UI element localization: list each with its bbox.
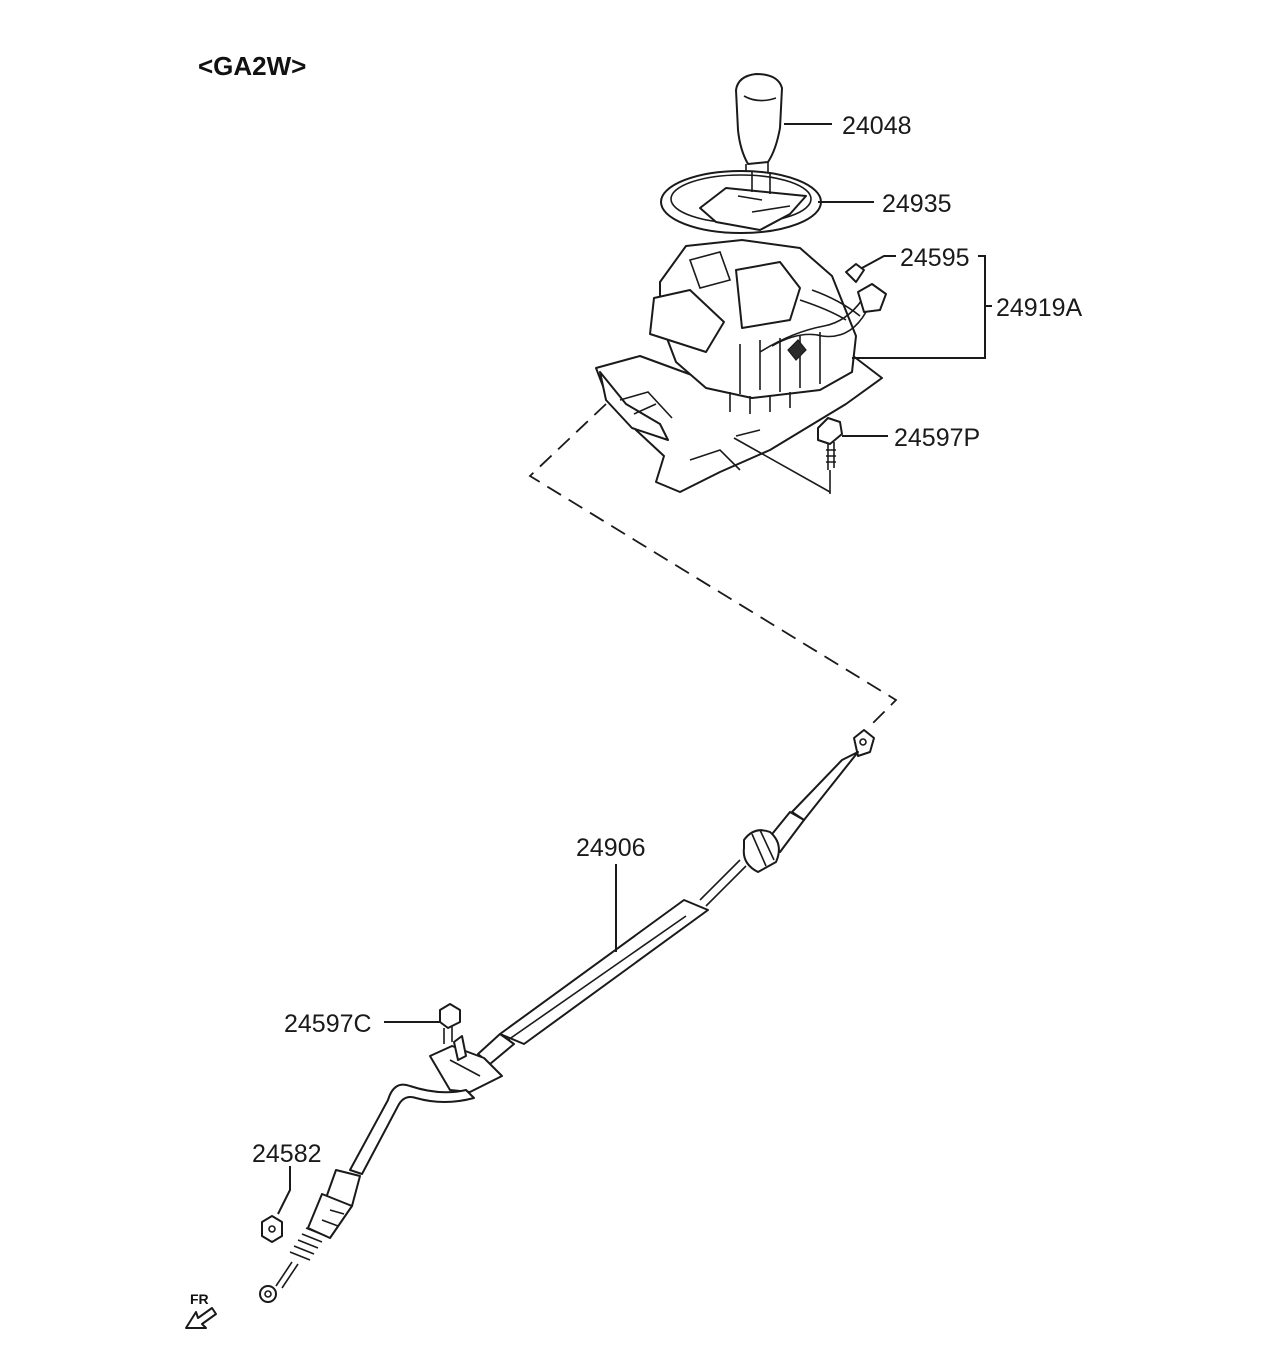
diagram-title: <GA2W> xyxy=(198,51,306,81)
nut[interactable] xyxy=(261,1166,291,1243)
shift-cable[interactable] xyxy=(259,729,875,1303)
bolt-cable[interactable] xyxy=(384,1003,461,1044)
bolt-lever[interactable] xyxy=(733,417,888,494)
front-direction-marker: FR xyxy=(185,1291,217,1329)
label-indicator-bezel: 24935 xyxy=(882,190,952,218)
bulb[interactable] xyxy=(845,255,896,283)
connection-dashed-line xyxy=(528,403,898,729)
fr-arrow-icon xyxy=(185,1307,217,1329)
label-bulb: 24595 xyxy=(900,244,970,272)
label-lever-assembly: 24919A xyxy=(996,294,1083,322)
label-bolt-lever: 24597P xyxy=(894,424,980,452)
shift-knob[interactable] xyxy=(735,73,783,182)
shift-lever-assembly[interactable] xyxy=(595,239,992,493)
fr-label: FR xyxy=(190,1291,209,1307)
label-bolt-cable: 24597C xyxy=(284,1010,372,1038)
label-knob: 24048 xyxy=(842,112,912,140)
label-shift-cable: 24906 xyxy=(576,834,646,862)
indicator-bezel[interactable] xyxy=(660,170,822,234)
label-nut: 24582 xyxy=(252,1140,322,1168)
